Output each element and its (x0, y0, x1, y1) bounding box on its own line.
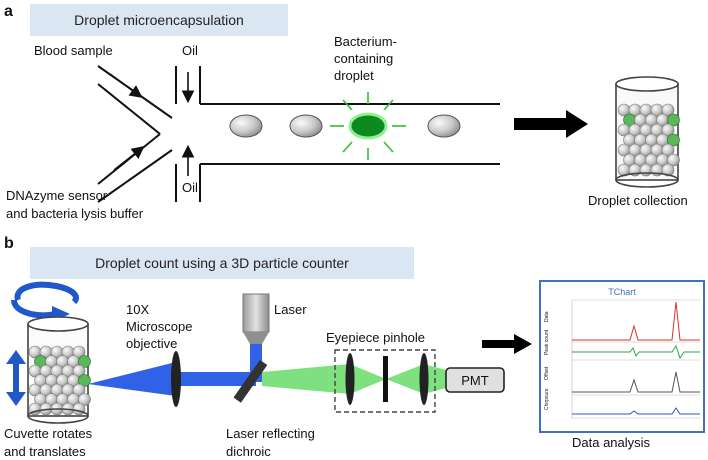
droplet (78, 393, 91, 406)
oil-bottom-label: Oil (182, 180, 198, 195)
droplet (72, 383, 86, 397)
translate-arrow-icon (6, 350, 26, 406)
chart-axis-label: Peak count (544, 329, 550, 355)
droplet (289, 114, 323, 138)
fluorescent-droplet (78, 374, 91, 387)
objective-label-3: objective (126, 336, 177, 351)
laser-beam-left (88, 362, 176, 396)
chart-title: TChart (608, 287, 636, 297)
glow-rays (330, 92, 406, 160)
chart-axis-label: Chirpsure (544, 388, 550, 410)
bacterium-label-1: Bacterium- (334, 34, 397, 49)
chart-axis-label: Offset (544, 366, 550, 380)
pmt-box (445, 367, 505, 393)
collection-cup (615, 76, 680, 188)
data-analysis-chart: TChart Data Peak count Offset Chirpsure (539, 280, 705, 433)
eyepiece-label: Eyepiece pinhole (326, 330, 425, 345)
dichroic-label-1: Laser reflecting (226, 426, 315, 441)
dichroic-mirror (233, 359, 268, 403)
objective-label-2: Microscope (126, 319, 192, 334)
droplet (661, 143, 675, 157)
droplet (661, 123, 675, 137)
dnazyme-label-1: DNAzyme sensor (6, 188, 108, 203)
fluorescent-droplet (667, 133, 680, 147)
emission-beam-1 (262, 364, 350, 394)
fluorescent-droplet (78, 355, 91, 368)
to-collection-arrow (514, 110, 588, 138)
droplets-in-channel (229, 114, 461, 138)
emission-beam-2 (350, 364, 386, 394)
droplet (72, 402, 86, 416)
bacterium-droplet (330, 92, 406, 160)
panel-a-header-box (30, 4, 288, 36)
panel-b-header: Droplet count using a 3D particle counte… (95, 255, 349, 271)
droplet (229, 114, 263, 138)
objective-lens (171, 351, 181, 407)
data-analysis-label: Data analysis (572, 435, 651, 450)
rotation-arrow-icon (11, 281, 79, 322)
chart-axis-label: Data (544, 311, 550, 322)
droplet (72, 345, 86, 359)
laser-source (242, 293, 270, 344)
panel-b-letter: b (4, 235, 14, 252)
eyepiece-box (334, 349, 436, 413)
panel-a-letter: a (4, 3, 13, 20)
droplet-collection-label: Droplet collection (588, 193, 688, 208)
droplet (667, 153, 680, 167)
chart-red-trace (572, 301, 700, 341)
panel-b-header-box (30, 247, 414, 279)
dnazyme-label-2: and bacteria lysis buffer (6, 206, 144, 221)
droplet (639, 163, 653, 177)
panel-a-header: Droplet microencapsulation (74, 12, 244, 28)
droplet (72, 364, 86, 378)
bacterium-label-3: droplet (334, 68, 374, 83)
eyepiece-lens-left (345, 353, 355, 405)
eyepiece-lens-right (419, 353, 429, 405)
droplet (427, 114, 461, 138)
cuvette-label-2: and translates (4, 444, 86, 459)
dichroic-label-2: dichroic (226, 444, 271, 459)
laser-label: Laser (274, 302, 307, 317)
pinhole-plate (383, 356, 388, 402)
chart-blue-trace (572, 407, 700, 415)
microfluidic-channel (97, 65, 500, 203)
chart-gray-trace (572, 371, 700, 393)
droplet (661, 103, 675, 117)
oil-top-label: Oil (182, 43, 198, 58)
cuvette-label-1: Cuvette rotates (4, 426, 93, 441)
bacterium-label-2: containing (334, 51, 393, 66)
cuvette (27, 316, 91, 424)
droplet (661, 163, 675, 177)
laser-beam-middle (176, 372, 256, 386)
chart-green-trace (572, 344, 700, 360)
objective-label-1: 10X (126, 302, 149, 317)
emission-beam-3 (386, 364, 424, 394)
inlet-arrows (109, 72, 195, 176)
pmt-label: PMT (461, 373, 489, 388)
to-chart-arrow (482, 334, 532, 354)
fluorescent-droplet (667, 113, 680, 127)
blood-sample-label: Blood sample (34, 43, 113, 58)
